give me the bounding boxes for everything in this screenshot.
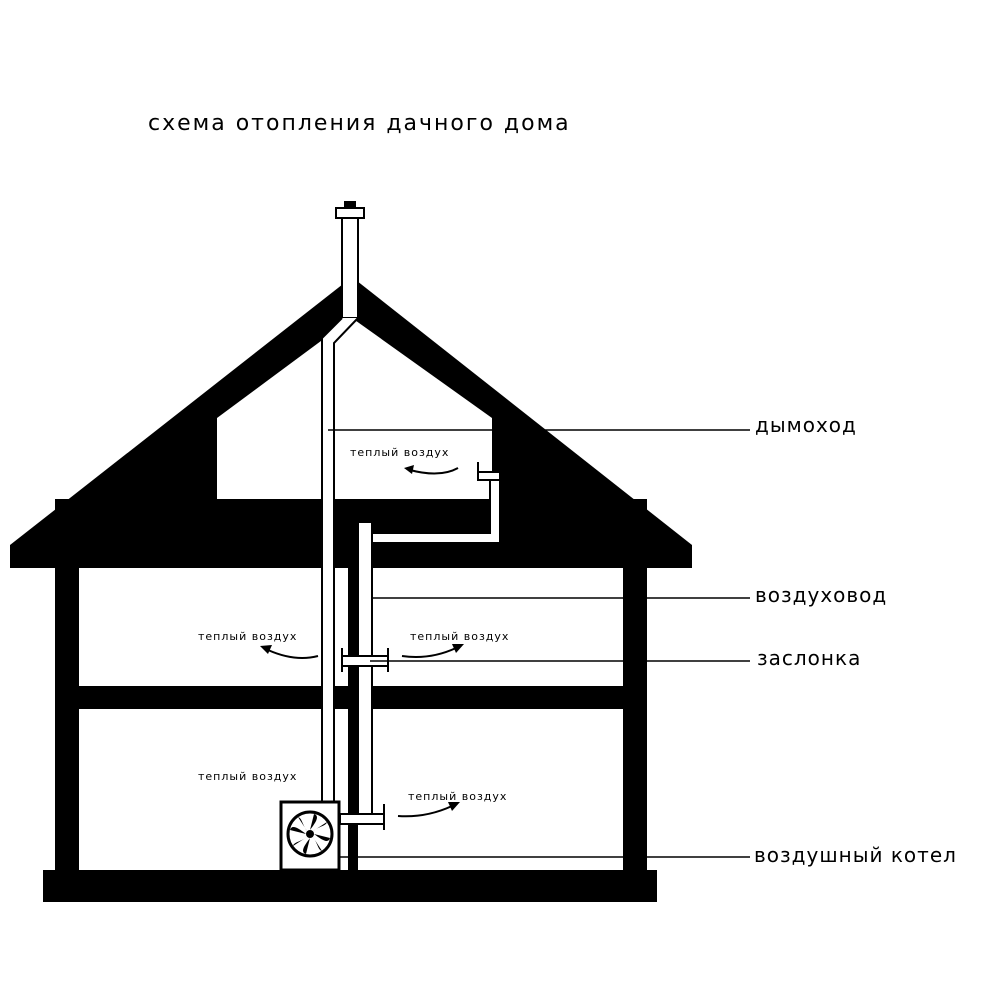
duct-core	[348, 525, 358, 870]
callouts: дымоход воздуховод заслонка воздушный ко…	[328, 413, 957, 867]
warm-air-floor2-left: теплый воздух	[198, 630, 319, 659]
warm-air-label: теплый воздух	[198, 630, 297, 643]
chimney-cap	[335, 207, 365, 219]
warm-air-floor1-left: теплый воздух	[198, 770, 297, 783]
warm-air-floor1-right: теплый воздух	[397, 790, 507, 818]
warm-air-floor2-right: теплый воздух	[401, 630, 509, 658]
warm-air-attic: теплый воздух	[350, 446, 459, 475]
warm-air-label: теплый воздух	[408, 790, 507, 803]
air-boiler	[279, 800, 341, 872]
chimney-label: дымоход	[755, 413, 857, 437]
chimney-cap-top	[344, 201, 356, 209]
attic-floor	[55, 499, 647, 525]
air-duct-label: воздуховод	[755, 583, 887, 607]
warm-air-arrow	[409, 467, 459, 475]
warm-air-label: теплый воздух	[350, 446, 449, 459]
damper-label: заслонка	[757, 646, 861, 670]
diagram-title: схема отопления дачного дома	[148, 111, 571, 136]
foundation	[43, 870, 657, 902]
left-wall	[55, 525, 79, 875]
warm-air-label: теплый воздух	[198, 770, 297, 783]
attic-space	[217, 318, 492, 499]
right-wall	[623, 525, 647, 875]
duct-riser	[357, 521, 373, 815]
warm-air-arrow	[401, 647, 457, 658]
warm-air-arrow	[267, 649, 319, 659]
lower-outlet	[339, 813, 385, 825]
chimney-stack	[341, 217, 359, 319]
warm-air-arrow	[397, 805, 453, 818]
air-boiler-label: воздушный котел	[754, 843, 957, 867]
fan-icon	[286, 810, 334, 858]
warm-air-label: теплый воздух	[410, 630, 509, 643]
attic-damper	[477, 471, 501, 481]
air-duct-system	[339, 462, 501, 870]
